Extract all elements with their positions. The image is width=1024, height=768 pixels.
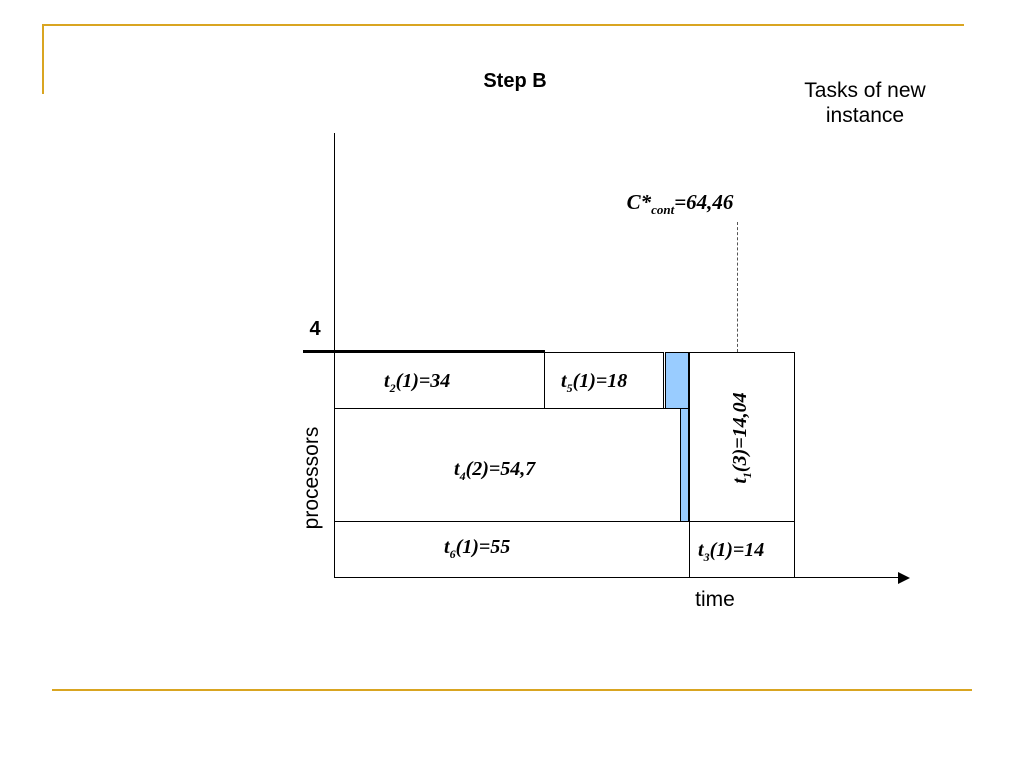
processor-count: 4 (309, 318, 321, 340)
tasks-note: Tasks of new instance (804, 79, 926, 128)
task-block-t5 (544, 352, 664, 409)
task-block-t1 (689, 352, 795, 522)
slide-title: Step B (483, 70, 547, 92)
cmax-suffix: =64,46 (674, 190, 734, 214)
task-label-t5: t5(1)=18 (561, 370, 628, 395)
task-block-t2 (334, 352, 545, 409)
task-block-t3 (689, 521, 795, 578)
x-axis-arrow-icon (898, 572, 910, 584)
top-decoration-line (42, 24, 964, 26)
cmax-sub: cont (651, 202, 675, 218)
task-label-t4: t4(2)=54,7 (454, 458, 536, 483)
task-label-t1: t1(3)=14,04 (729, 392, 754, 484)
left-decoration-line (42, 24, 44, 94)
idle-gap-bottom (680, 408, 689, 522)
cmax-prefix: C* (626, 190, 652, 214)
processor-limit-line (303, 350, 545, 353)
y-axis-label: processors (300, 426, 323, 530)
bottom-decoration-line (52, 689, 972, 691)
task-label-t3: t3(1)=14 (698, 539, 765, 564)
task-label-t6: t6(1)=55 (444, 536, 511, 561)
task-label-t2: t2(1)=34 (384, 370, 451, 395)
idle-gap-top (665, 352, 689, 409)
cmax-label: C*cont=64,46 (560, 190, 800, 218)
cmax-marker-line (737, 222, 738, 352)
x-axis-label: time (695, 588, 735, 611)
task-block-t6 (334, 521, 690, 578)
